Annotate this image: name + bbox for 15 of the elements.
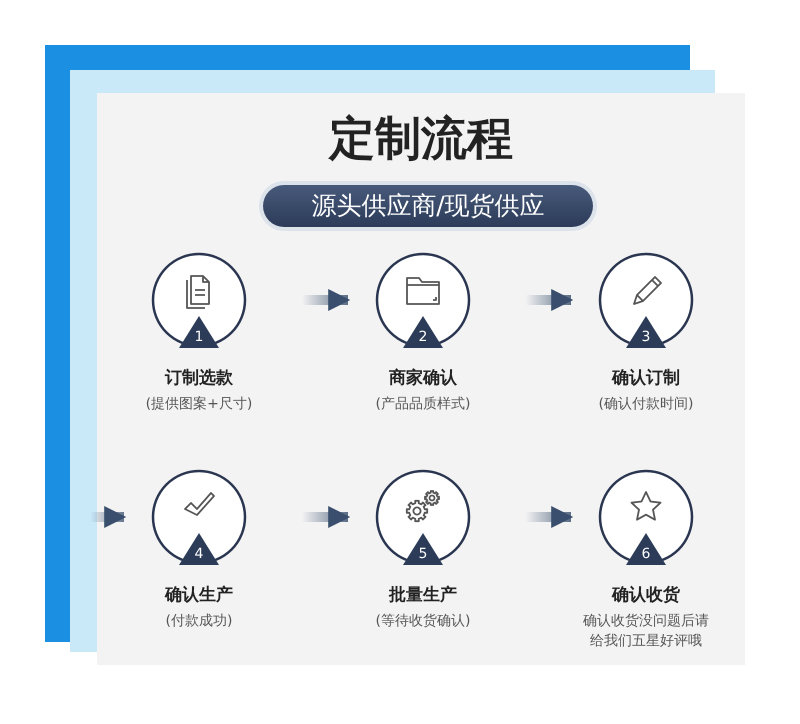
step-note: (等待收货确认) xyxy=(374,612,472,631)
step-title: 批量生产 xyxy=(388,584,458,607)
step-title: 确认收货 xyxy=(610,584,681,607)
step-title: 确认订制 xyxy=(610,367,681,390)
step-note: (提供图案+尺寸) xyxy=(144,395,254,414)
step-title: 商家确认 xyxy=(388,367,458,390)
subtitle-banner: 源头供应商/现货供应 xyxy=(263,185,593,227)
step-note: 确认收货没问题后请给我们五星好评哦 xyxy=(582,612,710,651)
arrow xyxy=(90,506,126,528)
step-title: 订制选款 xyxy=(164,367,234,390)
diagram-title: 定制流程 xyxy=(327,110,514,167)
step-note: (确认付款时间) xyxy=(598,395,694,414)
step-note: (付款成功) xyxy=(164,612,234,631)
step-title: 确认生产 xyxy=(164,584,234,607)
step-note: (产品品质样式) xyxy=(374,395,472,414)
